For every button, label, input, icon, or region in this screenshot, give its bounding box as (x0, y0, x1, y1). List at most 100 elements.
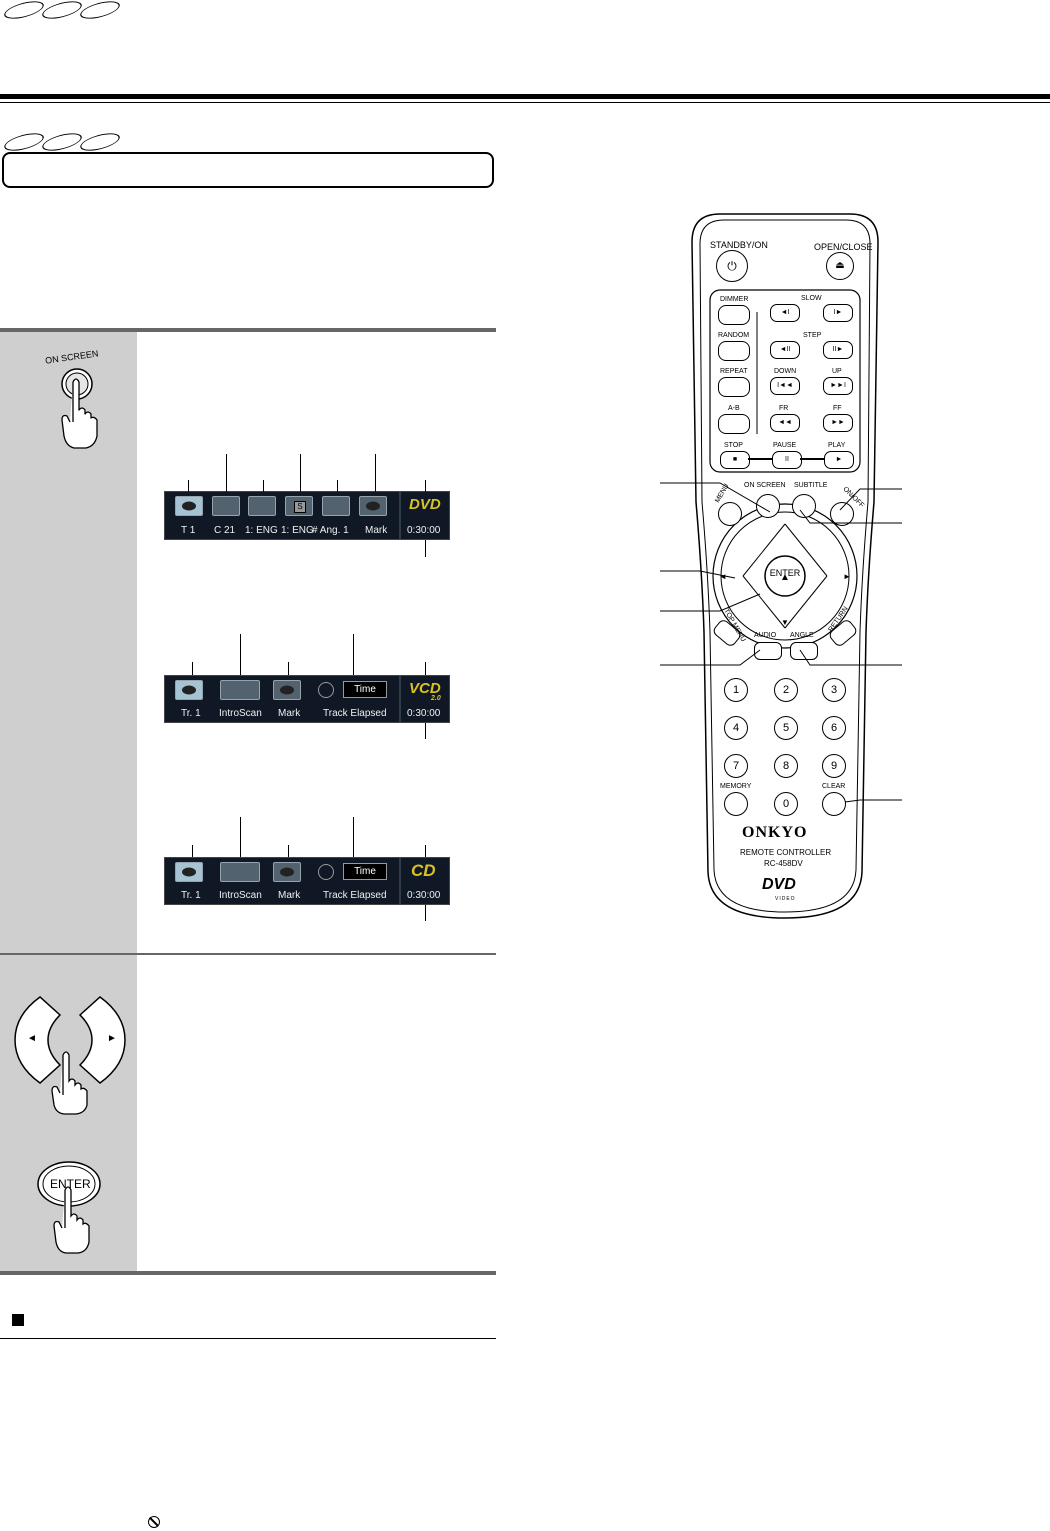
digit-0-button[interactable]: 0 (774, 792, 798, 816)
skip-up-button[interactable]: ►►I (823, 377, 853, 395)
stop-label: STOP (724, 442, 743, 449)
steps-top-rule (0, 328, 496, 332)
callout-line (226, 454, 227, 492)
remote-control: ▲ STANDBY/ON ⏻ OPEN/CLOSE ⏏ DIMMER RANDO… (690, 212, 880, 922)
digit-2-button[interactable]: 2 (774, 678, 798, 702)
memory-button[interactable] (724, 792, 748, 816)
callout-line (425, 540, 426, 557)
header-rule-thin (0, 102, 1050, 103)
left-arrow-button[interactable]: ◄ (719, 572, 727, 581)
callout-line (192, 662, 193, 675)
skip-down-button[interactable]: I◄◄ (770, 377, 800, 395)
track-icon (175, 862, 203, 882)
disc-type-icons-section (1, 130, 123, 154)
down-arrow-button[interactable]: ▼ (781, 618, 789, 627)
time-mode-box: Time (343, 863, 387, 880)
callout-line (353, 817, 354, 857)
intro-scan-icon (220, 680, 260, 700)
osd-time-mode-value: Track Elapsed (323, 890, 387, 901)
step-reverse-button[interactable]: ◄II (770, 341, 800, 359)
mark-icon (273, 680, 301, 700)
mark-icon (359, 496, 387, 516)
section-title-box (2, 152, 494, 188)
step-illustration-column (0, 332, 137, 1271)
open-close-button[interactable]: ⏏ (826, 252, 854, 280)
osd-track-value: Tr. 1 (181, 708, 201, 719)
pause-button[interactable]: II (772, 451, 802, 469)
vcd-logo: VCD (409, 680, 441, 697)
callout-line (188, 480, 189, 492)
callout-line (425, 480, 426, 492)
digit-3-button[interactable]: 3 (822, 678, 846, 702)
digit-6-button[interactable]: 6 (822, 716, 846, 740)
digit-8-button[interactable]: 8 (774, 754, 798, 778)
audio-button[interactable] (754, 642, 782, 660)
digit-9-button[interactable]: 9 (822, 754, 846, 778)
digit-1-button[interactable]: 1 (724, 678, 748, 702)
angle-button[interactable] (790, 642, 818, 660)
model-line-1: REMOTE CONTROLLER (740, 848, 832, 857)
open-close-label: OPEN/CLOSE (814, 242, 873, 252)
subtitle-icon: S (285, 496, 313, 516)
standby-power-button[interactable]: ⏻ (716, 250, 748, 282)
slow-label: SLOW (801, 295, 822, 302)
step-forward-button[interactable]: II► (823, 341, 853, 359)
digit-5-button[interactable]: 5 (774, 716, 798, 740)
random-button[interactable] (718, 341, 750, 361)
standby-label: STANDBY/ON (710, 240, 768, 250)
repeat-button[interactable] (718, 377, 750, 397)
callout-line (425, 662, 426, 675)
audio-icon (248, 496, 276, 516)
steps-bottom-rule (0, 1271, 496, 1275)
vcd-logo-version: 2.0 (431, 695, 441, 702)
digit-7-button[interactable]: 7 (724, 754, 748, 778)
ab-label: A-B (728, 405, 740, 412)
ab-repeat-button[interactable] (718, 414, 750, 434)
callout-line (375, 454, 376, 492)
audio-label: AUDIO (754, 632, 777, 639)
prohibited-icon (148, 1516, 160, 1528)
svg-text:▲: ▲ (780, 572, 790, 583)
slow-forward-button[interactable]: I► (823, 304, 853, 322)
fast-reverse-button[interactable]: ◄◄ (770, 414, 800, 432)
dvd-video-logo: DVD (762, 876, 796, 893)
dimmer-button[interactable] (718, 305, 750, 325)
dvd-logo: DVD (409, 496, 441, 513)
on-screen-remote-label: ON SCREEN (744, 482, 786, 489)
osd-introscan-value: IntroScan (219, 890, 262, 901)
down-label: DOWN (774, 368, 797, 375)
enter-press-illustration (37, 1161, 101, 1254)
on-screen-button[interactable] (756, 494, 780, 518)
clear-label: CLEAR (822, 783, 846, 790)
stop-button[interactable]: ■ (720, 451, 750, 469)
memory-label: MEMORY (720, 783, 752, 790)
title-icon (175, 496, 203, 516)
digit-4-button[interactable]: 4 (724, 716, 748, 740)
model-line-2: RC-458DV (764, 859, 803, 868)
play-label: PLAY (828, 442, 846, 449)
osd-bar-cd: Time CD Tr. 1 IntroScan Mark Track Elaps… (164, 857, 450, 905)
clock-icon (318, 682, 334, 698)
subtitle-on-off-button[interactable] (830, 502, 854, 526)
callout-line (353, 634, 354, 675)
disc-type-icons-top (1, 0, 123, 22)
time-mode-box: Time (343, 681, 387, 698)
play-button[interactable]: ► (824, 451, 854, 469)
enter-button[interactable]: ENTER (769, 568, 801, 578)
clear-button[interactable] (822, 792, 846, 816)
subtitle-button[interactable] (792, 494, 816, 518)
callout-line (425, 845, 426, 857)
cd-logo: CD (411, 861, 436, 880)
right-arrow-button[interactable]: ► (843, 572, 851, 581)
osd-introscan-value: IntroScan (219, 708, 262, 719)
menu-button[interactable] (718, 502, 742, 526)
onkyo-brand: ONKYO (742, 824, 808, 841)
chapter-icon (212, 496, 240, 516)
ff-label: FF (833, 405, 842, 412)
osd-angle-value: # Ang. 1 (312, 525, 349, 536)
callout-line (192, 845, 193, 857)
right-arrow-icon: ► (107, 1033, 117, 1044)
fast-forward-button[interactable]: ►► (823, 414, 853, 432)
enter-label: ENTER (50, 1177, 91, 1191)
slow-reverse-button[interactable]: ◄I (770, 304, 800, 322)
